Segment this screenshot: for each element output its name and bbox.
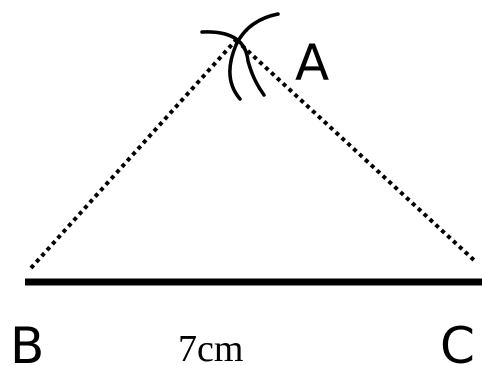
compass-arc-from-c	[228, 12, 280, 101]
compass-arc-from-b	[200, 30, 266, 97]
base-length-label: 7cm	[178, 328, 243, 365]
vertex-label-c: C	[440, 317, 475, 365]
dotted-side-ac	[234, 38, 478, 264]
dotted-side-ba	[29, 38, 238, 270]
vertex-label-b: B	[10, 317, 44, 365]
vertex-label-a: A	[295, 34, 329, 92]
